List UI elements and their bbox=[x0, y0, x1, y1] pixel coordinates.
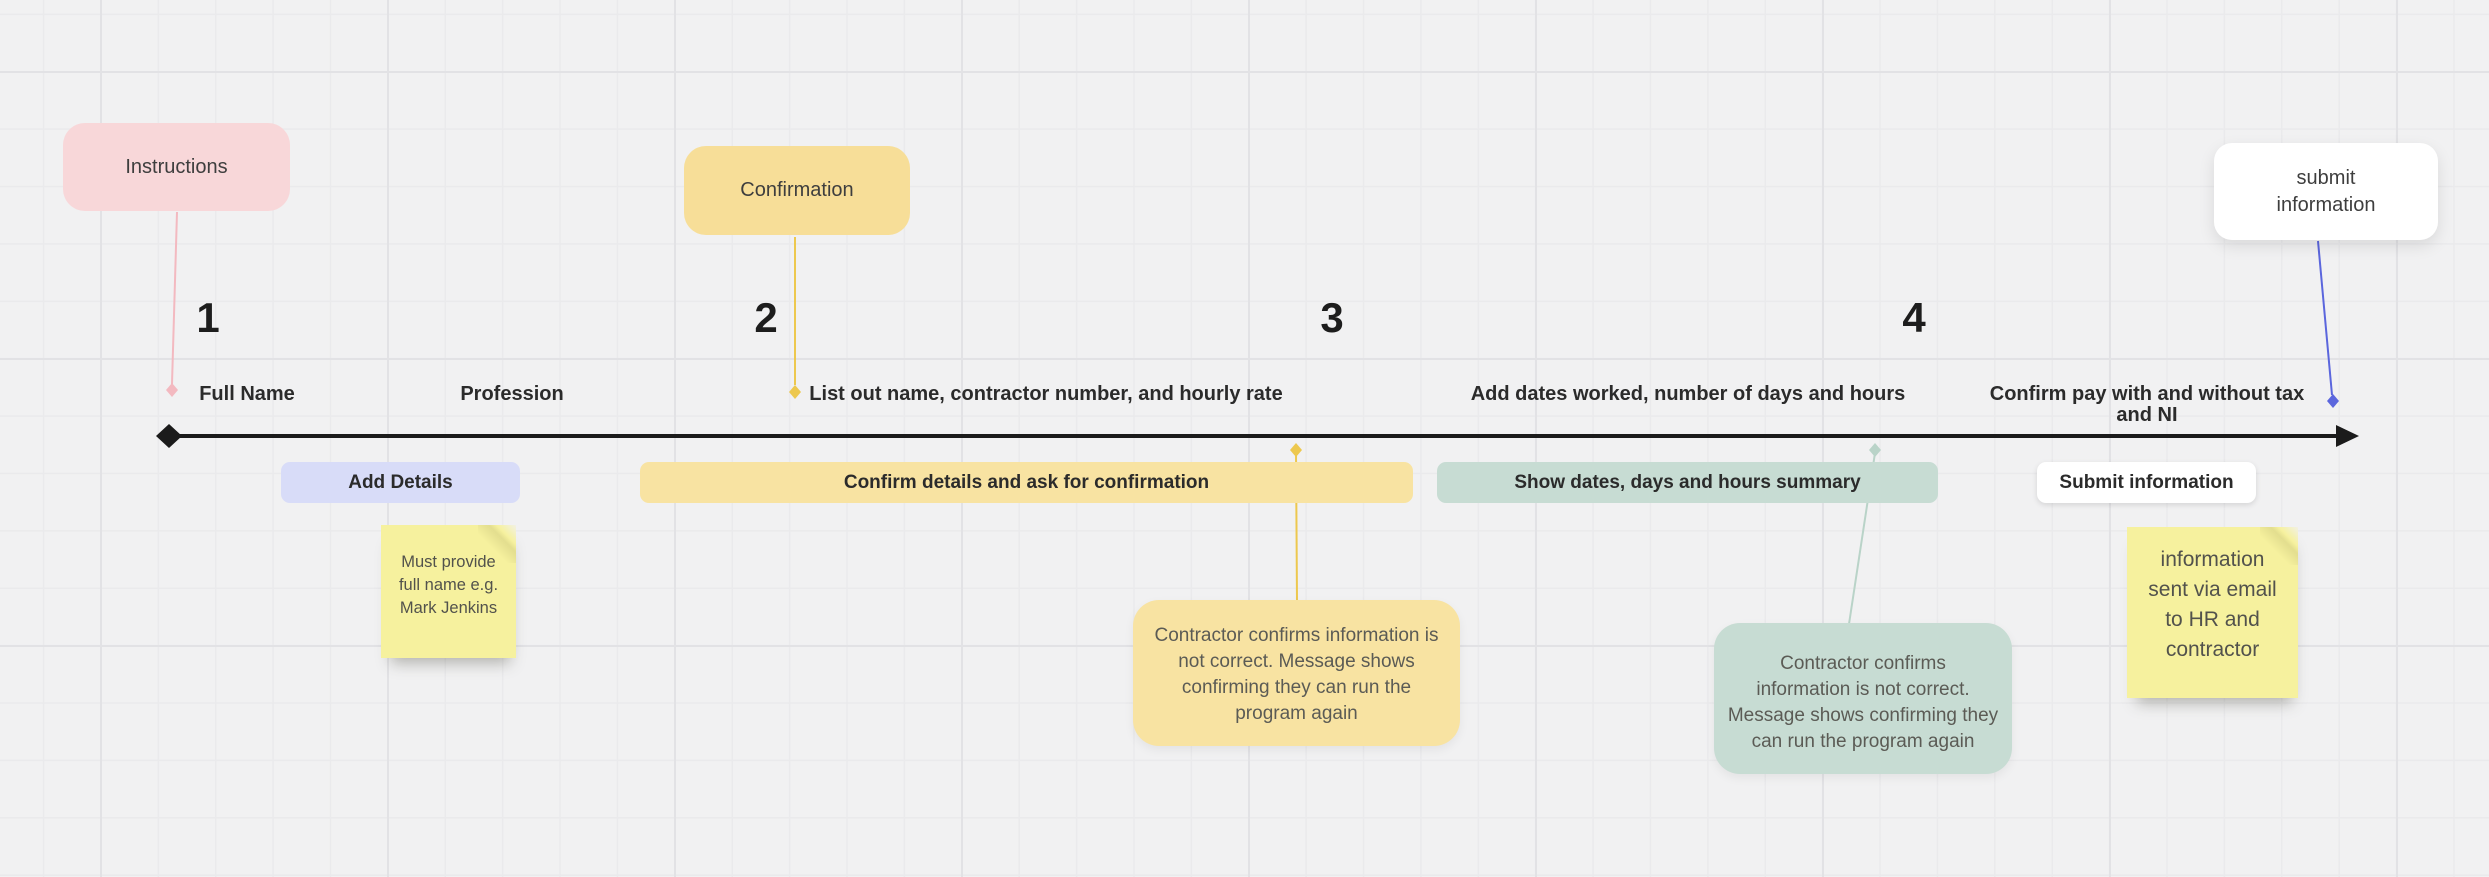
milestone-full-name[interactable]: Full Name bbox=[199, 383, 295, 405]
stage-number-3[interactable]: 3 bbox=[1320, 294, 1344, 341]
timeline-arrowhead-icon bbox=[2336, 425, 2359, 447]
sticky-note-email[interactable]: information sent via email to HR and con… bbox=[2127, 527, 2298, 698]
phase-show-dates[interactable]: Show dates, days and hours summary bbox=[1437, 462, 1938, 503]
diamond-endpoint-icon bbox=[1290, 443, 1302, 457]
callout-submit-information-label: submit information bbox=[2276, 166, 2376, 216]
connector-line bbox=[2317, 240, 2333, 396]
milestone-list-out[interactable]: List out name, contractor number, and ho… bbox=[809, 383, 1283, 405]
connector-submit-information[interactable] bbox=[2317, 240, 2339, 408]
stage-number-2[interactable]: 2 bbox=[754, 294, 778, 341]
diamond-endpoint-icon bbox=[1869, 443, 1881, 457]
diamond-endpoint-icon bbox=[789, 385, 801, 399]
callout-confirmation-label: Confirmation bbox=[740, 179, 854, 201]
callout-instructions[interactable]: Instructions bbox=[63, 123, 290, 211]
stage-number-1[interactable]: 1 bbox=[196, 294, 220, 341]
callout-confirmation[interactable]: Confirmation bbox=[684, 146, 910, 235]
stage-number-4[interactable]: 4 bbox=[1902, 294, 1926, 341]
timeline-axis[interactable] bbox=[156, 424, 2359, 448]
milestone-profession[interactable]: Profession bbox=[460, 383, 564, 405]
connector-confirmation[interactable] bbox=[789, 237, 801, 399]
connector-line bbox=[171, 211, 178, 385]
callout-submit-information[interactable]: submit information bbox=[2214, 143, 2438, 240]
phase-confirm-details[interactable]: Confirm details and ask for confirmation bbox=[640, 462, 1413, 503]
phase-add-details[interactable]: Add Details bbox=[281, 462, 520, 503]
callout-instructions-label: Instructions bbox=[125, 155, 228, 178]
note-contractor-green[interactable]: Contractor confirms information is not c… bbox=[1714, 623, 2012, 774]
diamond-endpoint-icon bbox=[166, 383, 178, 397]
phase-submit-information[interactable]: Submit information bbox=[2037, 462, 2256, 503]
connector-instructions[interactable] bbox=[166, 211, 178, 397]
milestone-add-dates[interactable]: Add dates worked, number of days and hou… bbox=[1470, 383, 1906, 405]
sticky-note-full-name[interactable]: Must provide full name e.g. Mark Jenkins bbox=[381, 525, 516, 658]
timeline-start-diamond-icon bbox=[156, 424, 182, 448]
milestone-confirm-pay[interactable]: Confirm pay with and without tax and NI bbox=[1989, 383, 2305, 426]
note-contractor-yellow[interactable]: Contractor confirms information is not c… bbox=[1133, 600, 1460, 746]
diamond-endpoint-icon bbox=[2327, 394, 2339, 408]
